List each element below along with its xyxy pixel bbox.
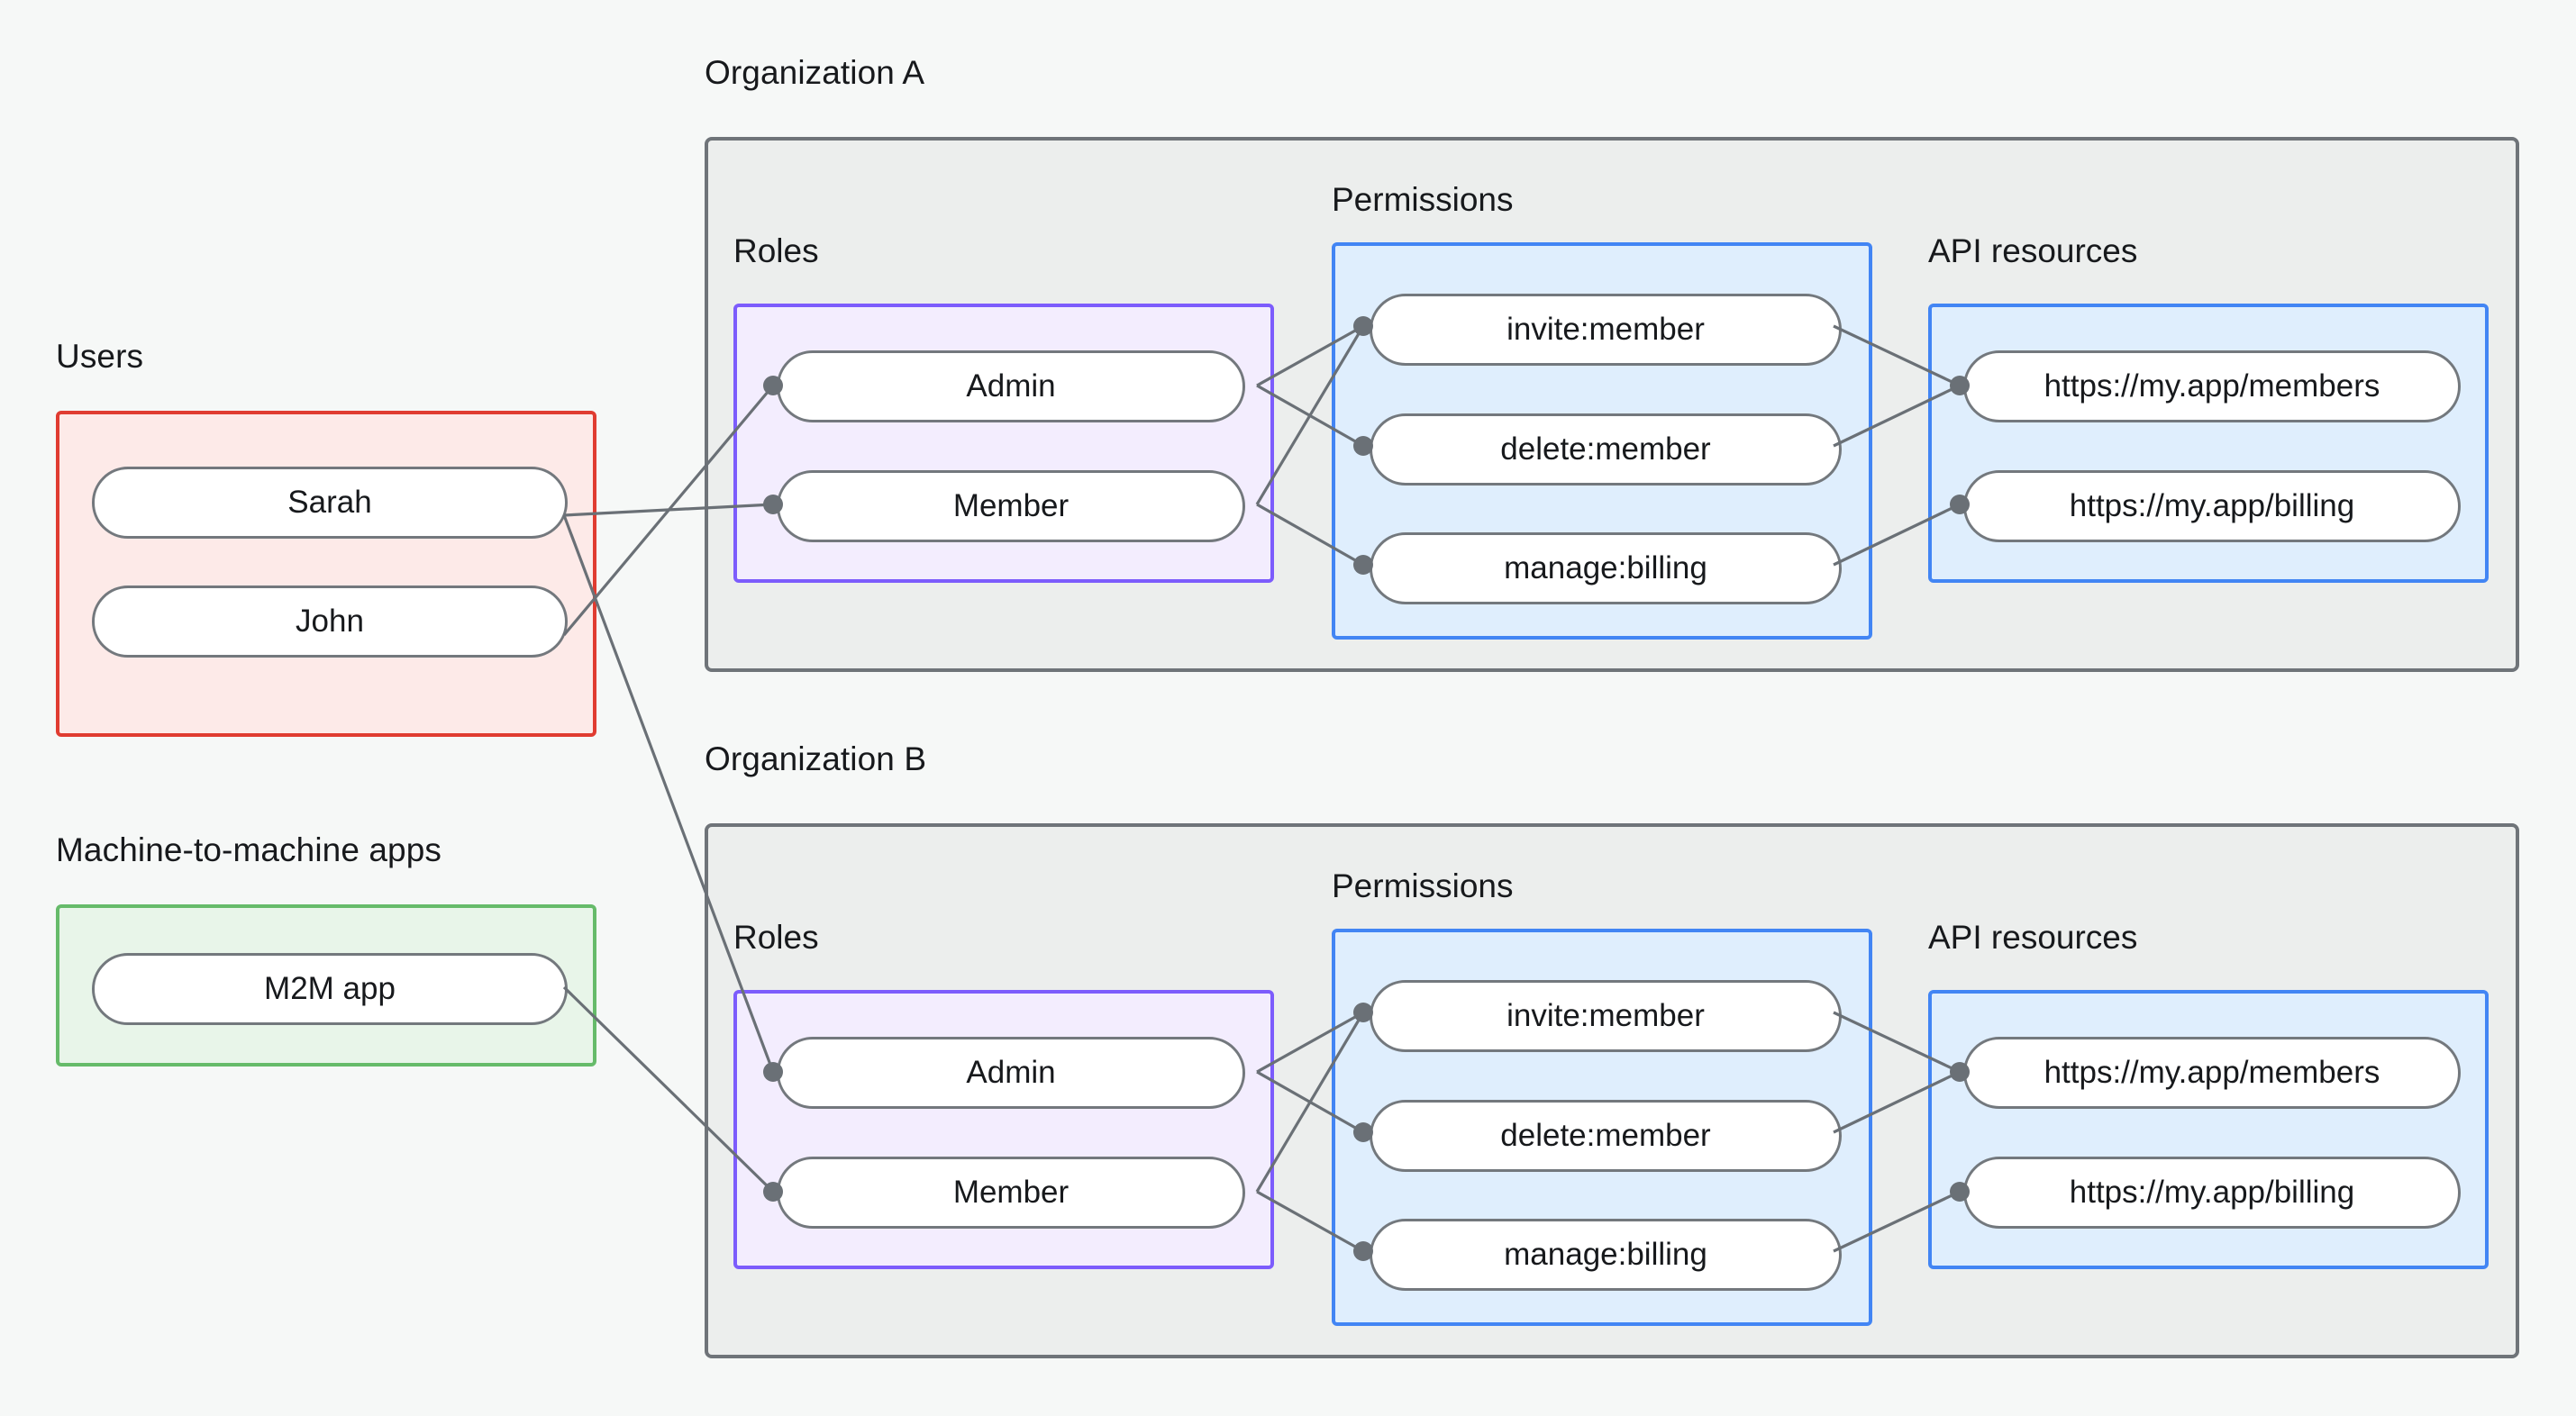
orgB-roles-label: Roles bbox=[733, 919, 819, 956]
orgA-role-node-admin[interactable]: Admin bbox=[777, 350, 1245, 422]
orgB-permissions-label: Permissions bbox=[1332, 867, 1514, 904]
orgB-role-node-admin[interactable]: Admin bbox=[777, 1037, 1245, 1109]
m2m-node-app[interactable]: M2M app bbox=[92, 953, 568, 1025]
orgB-permission-node-manage-billing[interactable]: manage:billing bbox=[1370, 1219, 1842, 1291]
users-container: Sarah John bbox=[56, 411, 596, 737]
orgB-permissions-container: invite:member delete:member manage:billi… bbox=[1332, 929, 1872, 1326]
orgB-permission-node-delete-member[interactable]: delete:member bbox=[1370, 1100, 1842, 1172]
user-node-sarah[interactable]: Sarah bbox=[92, 467, 568, 539]
orgB-permission-node-invite-member[interactable]: invite:member bbox=[1370, 980, 1842, 1052]
user-node-john[interactable]: John bbox=[92, 585, 568, 658]
orgB-api-resources-container: https://my.app/members https://my.app/bi… bbox=[1928, 990, 2489, 1269]
orgA-roles-label: Roles bbox=[733, 232, 819, 269]
organization-a-label: Organization A bbox=[705, 54, 925, 91]
orgA-permission-node-invite-member[interactable]: invite:member bbox=[1370, 294, 1842, 366]
orgA-permission-node-manage-billing[interactable]: manage:billing bbox=[1370, 532, 1842, 604]
orgA-permission-node-delete-member[interactable]: delete:member bbox=[1370, 413, 1842, 486]
orgA-permissions-container: invite:member delete:member manage:billi… bbox=[1332, 242, 1872, 640]
orgB-role-node-member[interactable]: Member bbox=[777, 1157, 1245, 1229]
orgA-role-node-member[interactable]: Member bbox=[777, 470, 1245, 542]
orgA-api-node-billing[interactable]: https://my.app/billing bbox=[1963, 470, 2461, 542]
m2m-container: M2M app bbox=[56, 904, 596, 1067]
orgB-api-node-members[interactable]: https://my.app/members bbox=[1963, 1037, 2461, 1109]
orgB-api-node-billing[interactable]: https://my.app/billing bbox=[1963, 1157, 2461, 1229]
orgA-api-resources-container: https://my.app/members https://my.app/bi… bbox=[1928, 304, 2489, 583]
users-group-label: Users bbox=[56, 338, 144, 375]
orgA-api-node-members[interactable]: https://my.app/members bbox=[1963, 350, 2461, 422]
m2m-group-label: Machine-to-machine apps bbox=[56, 831, 442, 868]
orgA-roles-container: Admin Member bbox=[733, 304, 1274, 583]
orgA-api-resources-label: API resources bbox=[1928, 232, 2138, 269]
orgB-roles-container: Admin Member bbox=[733, 990, 1274, 1269]
orgA-permissions-label: Permissions bbox=[1332, 181, 1514, 218]
orgB-api-resources-label: API resources bbox=[1928, 919, 2138, 956]
organization-b-label: Organization B bbox=[705, 740, 927, 777]
